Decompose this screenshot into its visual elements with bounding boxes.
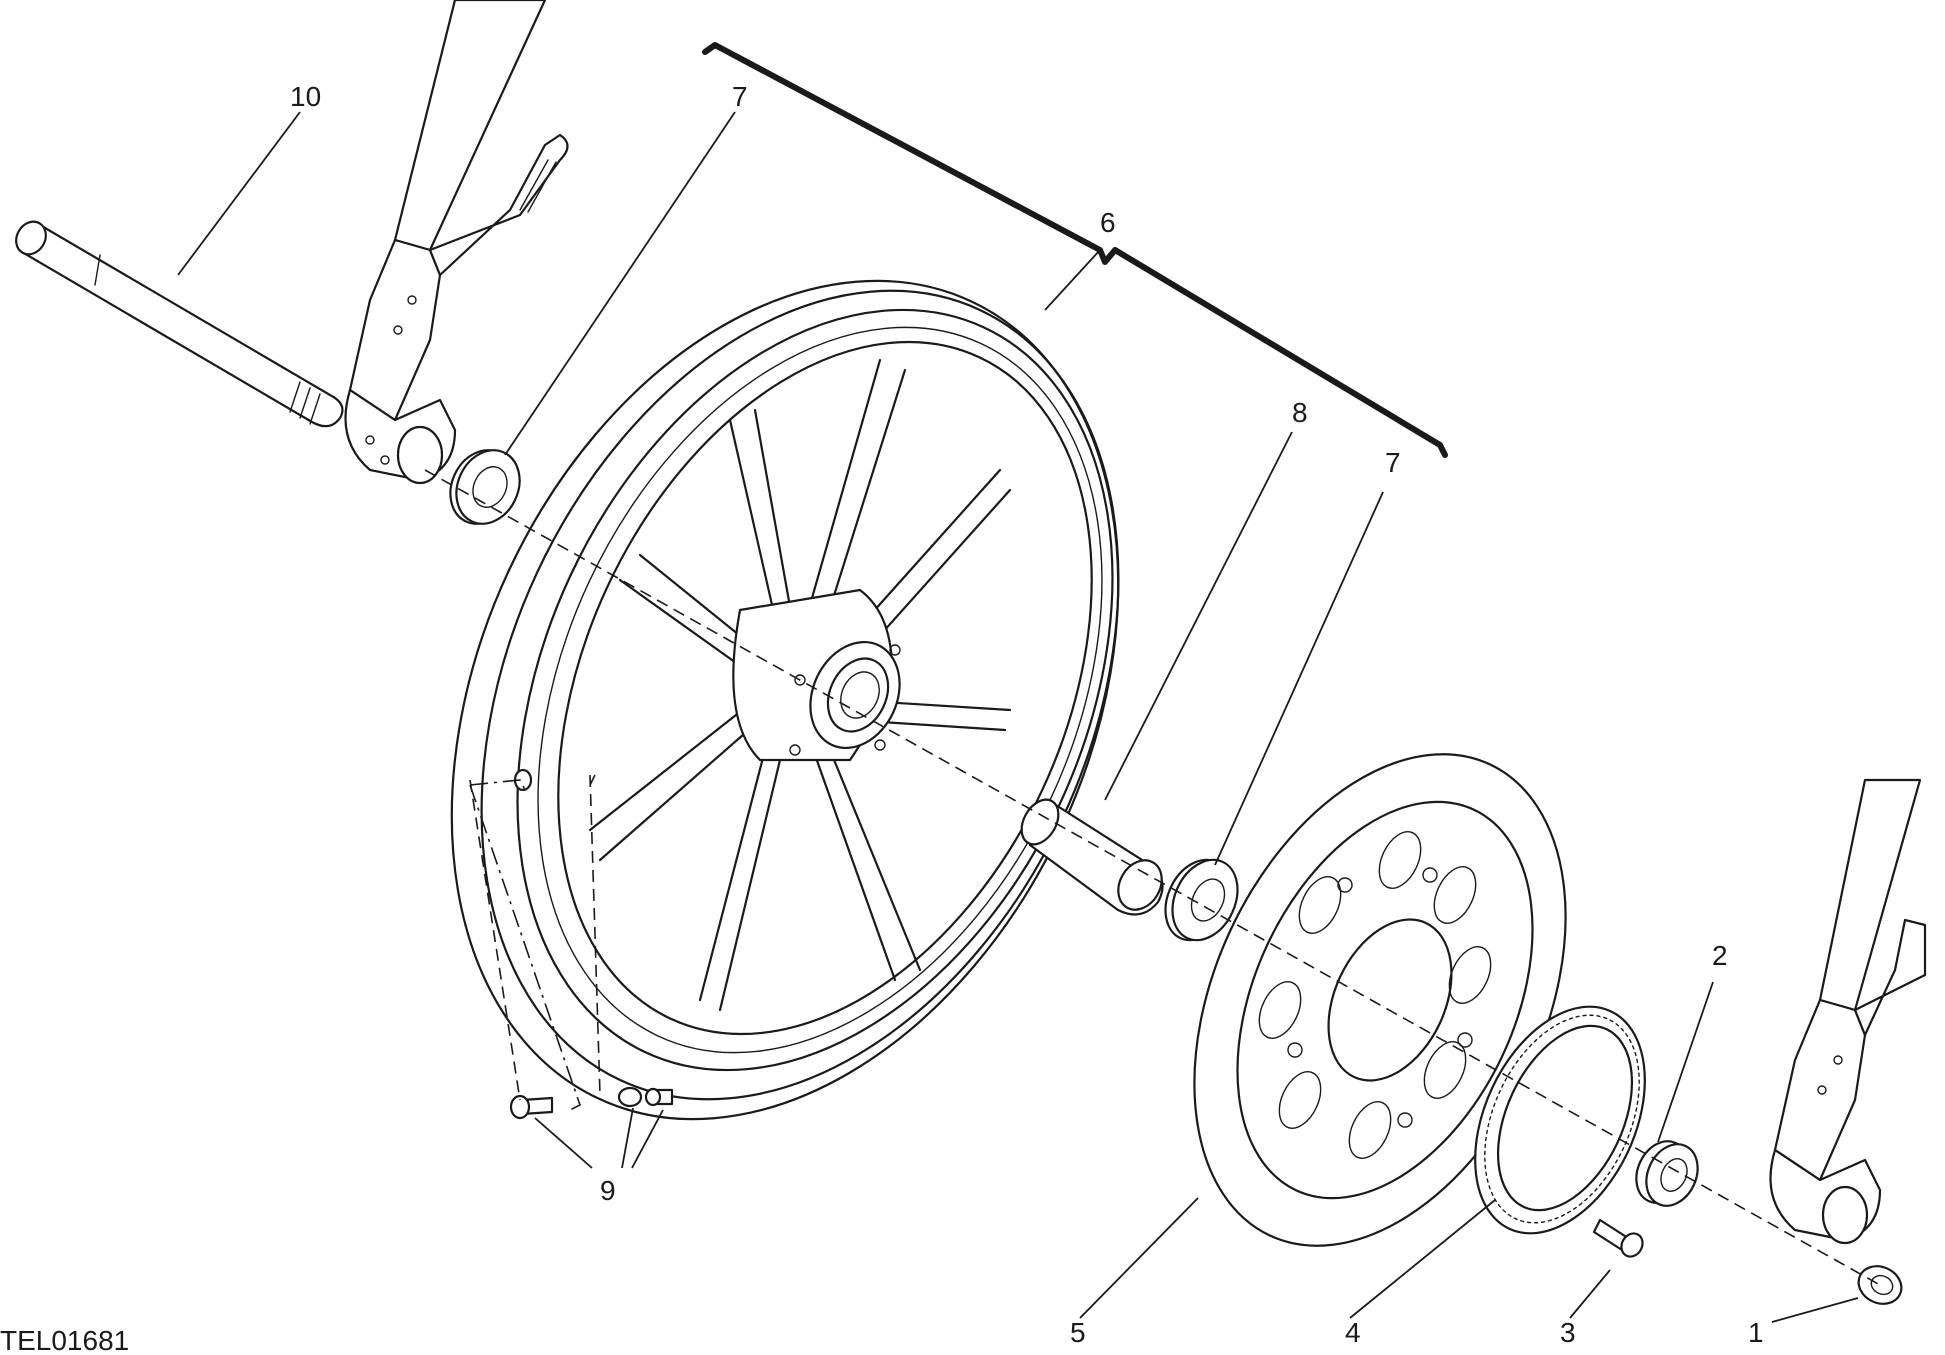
right-spacer: [1635, 1140, 1699, 1207]
wheel-axle: [15, 220, 344, 428]
left-bearing: [449, 449, 521, 525]
wheel-assembly-bracket: [702, 42, 1448, 458]
tone-ring-screw: [1592, 1218, 1644, 1258]
brake-disc: [1193, 753, 1567, 1247]
callout-9: 9: [600, 1175, 616, 1206]
assembly-lines: [424, 469, 1881, 1286]
abs-tone-ring: [1474, 1005, 1646, 1235]
callout-4: 4: [1345, 1317, 1361, 1348]
callout-6: 6: [1100, 207, 1116, 238]
disc-bolt-holes: [1287, 867, 1473, 1128]
front-wheel: [450, 279, 1120, 1121]
valve-parts: [509, 1086, 674, 1120]
callout-8: 8: [1292, 397, 1308, 428]
left-fork-leg: [344, 0, 569, 485]
callout-7-right: 7: [1385, 447, 1401, 478]
callout-7-left: 7: [732, 81, 748, 112]
wheel-spacer: [1020, 798, 1164, 916]
callout-3: 3: [1560, 1317, 1576, 1348]
axle-nut: [1857, 1265, 1903, 1305]
callout-2: 2: [1712, 940, 1728, 971]
figure-code: TEL01681: [0, 1325, 129, 1355]
wheel-spokes: [588, 358, 1012, 1012]
disc-vent-slots: [1258, 831, 1492, 1159]
right-fork-leg: [1769, 778, 1927, 1245]
callout-10: 10: [290, 81, 321, 112]
callout-5: 5: [1070, 1317, 1086, 1348]
callout-1: 1: [1748, 1317, 1764, 1348]
leader-lines: [177, 111, 1859, 1323]
